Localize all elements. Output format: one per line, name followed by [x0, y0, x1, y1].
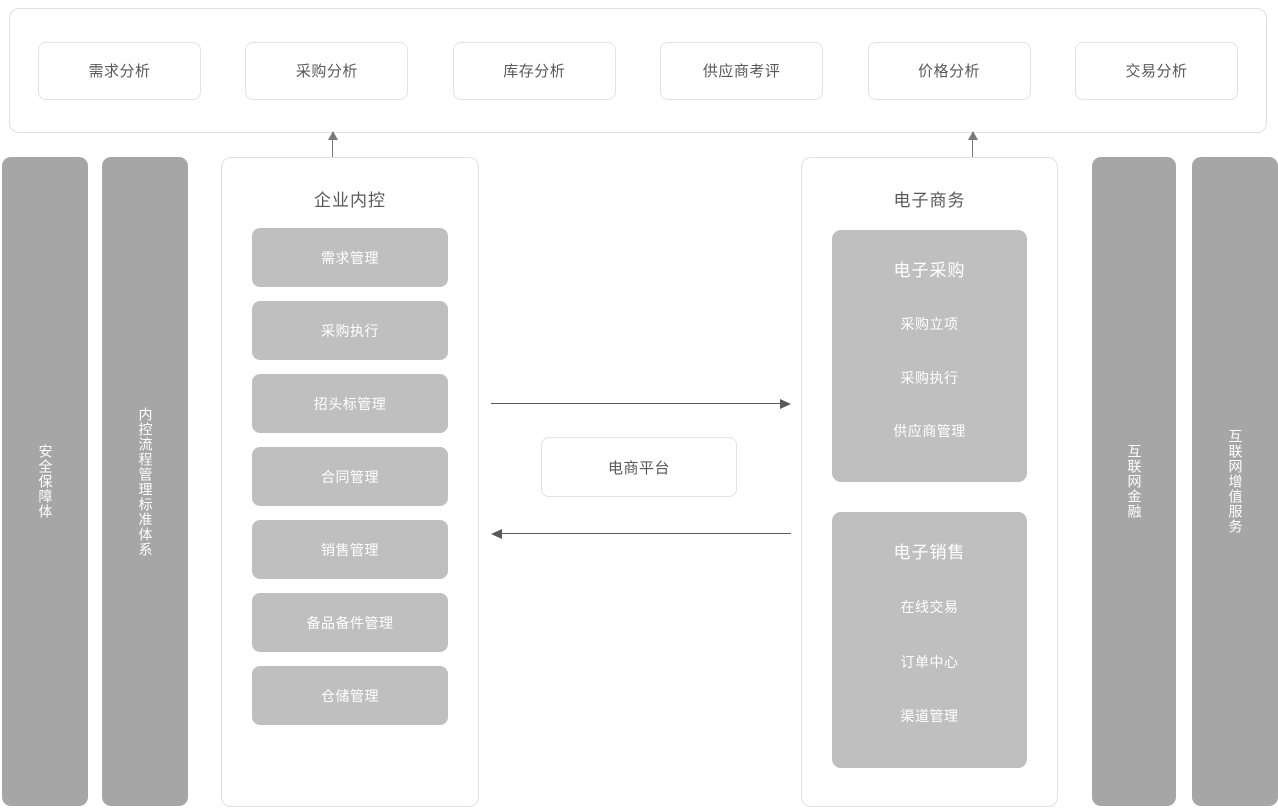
side-bar-security-label: 安全保障体: [37, 444, 54, 519]
panel-internal-control: 企业内控 需求管理 采购执行 招头标管理 合同管理 销售管理 备品备件管理 仓储…: [221, 157, 479, 807]
analytics-chip-inventory[interactable]: 库存分析: [452, 41, 616, 100]
internal-control-module-list: 需求管理 采购执行 招头标管理 合同管理 销售管理 备品备件管理 仓储管理: [222, 228, 478, 725]
side-bar-internal-control-process: 内控流程管理标准体系: [102, 157, 188, 806]
arrow-head-left-icon: [491, 529, 502, 539]
side-bar-process-label: 内控流程管理标准体系: [137, 406, 154, 557]
arrow-shaft: [972, 138, 973, 159]
side-bar-security-guarantee: 安全保障体: [2, 157, 88, 806]
side-bar-valueadd-label: 互联网增值服务: [1227, 429, 1244, 534]
group-item-supplier-management[interactable]: 供应商管理: [893, 422, 966, 439]
arrow-head-right-icon: [780, 399, 791, 409]
group-title-e-purchasing: 电子采购: [893, 261, 966, 280]
panel-internal-control-title: 企业内控: [314, 191, 386, 210]
group-item-online-trading[interactable]: 在线交易: [900, 599, 959, 616]
group-items-e-sales: 在线交易 订单中心 渠道管理: [832, 563, 1027, 768]
arrow-shaft: [500, 533, 791, 534]
module-card-demand-management[interactable]: 需求管理: [252, 228, 448, 287]
analytics-chip-supplier-review[interactable]: 供应商考评: [660, 41, 824, 100]
panel-ecommerce-title: 电子商务: [893, 191, 966, 210]
module-card-contract-management[interactable]: 合同管理: [252, 447, 448, 506]
group-item-channel-management[interactable]: 渠道管理: [900, 707, 959, 724]
analytics-bar: 需求分析 采购分析 库存分析 供应商考评 价格分析 交易分析: [9, 8, 1267, 133]
arrow-head-icon: [328, 131, 338, 140]
module-card-bidding-management[interactable]: 招头标管理: [252, 374, 448, 433]
group-item-purchase-execution[interactable]: 采购执行: [900, 369, 959, 386]
analytics-chip-price[interactable]: 价格分析: [867, 41, 1031, 100]
ecommerce-group-e-sales: 电子销售 在线交易 订单中心 渠道管理: [832, 512, 1027, 768]
arrow-shaft: [332, 138, 333, 159]
arrow-head-icon: [968, 131, 978, 140]
module-card-purchase-execution[interactable]: 采购执行: [252, 301, 448, 360]
arrow-up-ecommerce-to-analytics: [966, 131, 980, 159]
arrow-up-internal-to-analytics: [326, 131, 340, 159]
analytics-chip-demand[interactable]: 需求分析: [38, 41, 201, 100]
side-bar-finance-label: 互联网金融: [1126, 444, 1143, 519]
module-card-spare-parts-management[interactable]: 备品备件管理: [252, 593, 448, 652]
ecommerce-group-e-purchasing: 电子采购 采购立项 采购执行 供应商管理: [832, 230, 1027, 482]
arrow-shaft: [491, 403, 782, 404]
arrow-internal-to-ecommerce: [491, 399, 791, 409]
analytics-chip-transaction[interactable]: 交易分析: [1074, 41, 1238, 100]
group-title-e-sales: 电子销售: [893, 543, 966, 562]
side-bar-internet-finance: 互联网金融: [1092, 157, 1176, 806]
ecommerce-platform-box[interactable]: 电商平台: [541, 437, 737, 497]
group-item-order-center[interactable]: 订单中心: [900, 653, 959, 670]
side-bar-internet-value-added-services: 互联网增值服务: [1192, 157, 1278, 806]
group-items-e-purchasing: 采购立项 采购执行 供应商管理: [832, 281, 1027, 482]
panel-ecommerce: 电子商务 电子采购 采购立项 采购执行 供应商管理 电子销售 在线交易 订单中心…: [801, 157, 1058, 807]
arrow-ecommerce-to-internal: [491, 529, 791, 539]
module-card-sales-management[interactable]: 销售管理: [252, 520, 448, 579]
module-card-warehouse-management[interactable]: 仓储管理: [252, 666, 448, 725]
group-item-purchase-initiation[interactable]: 采购立项: [900, 316, 959, 333]
analytics-chip-purchase[interactable]: 采购分析: [245, 41, 409, 100]
